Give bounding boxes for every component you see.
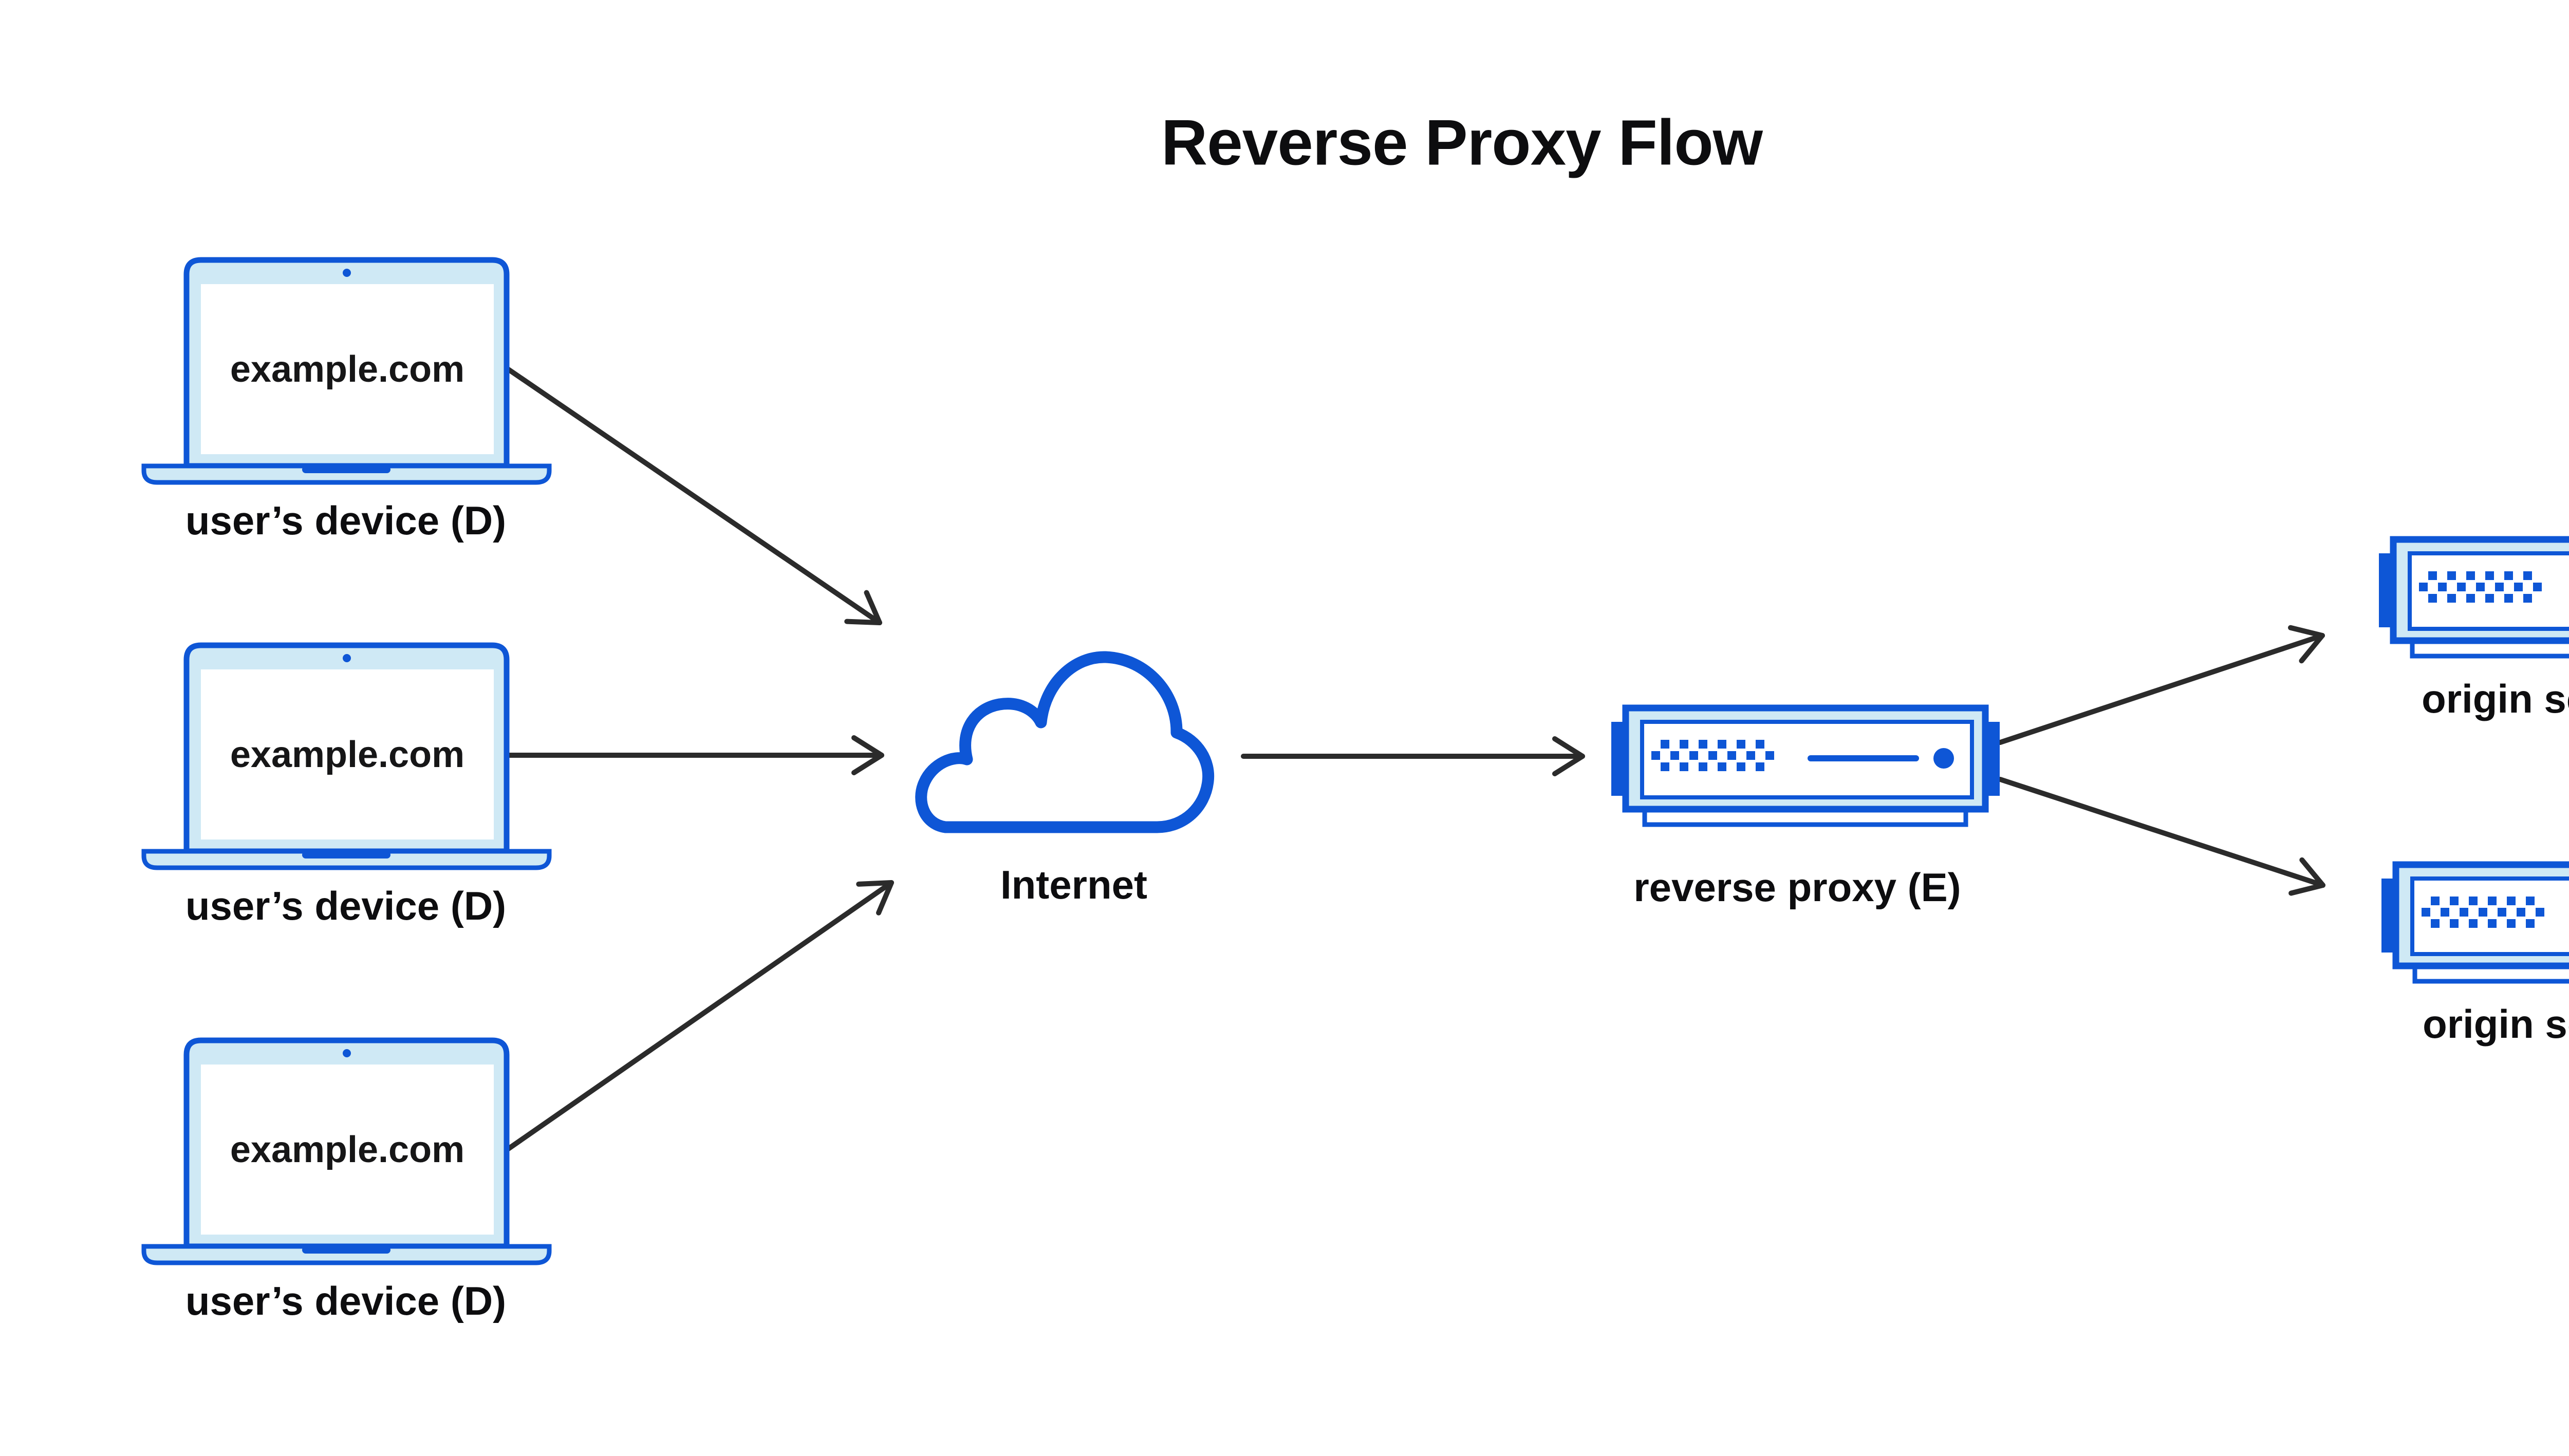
arrow-device1-to-internet [505,366,882,625]
device-screen-url: example.com [230,1129,464,1170]
flow-arrows [505,366,2325,1152]
device-label: user’s device (D) [185,883,506,928]
device-screen-url: example.com [230,349,464,390]
arrow-proxy-to-origin2 [1998,777,2325,896]
server-icon [2381,865,2569,981]
origin-server-label: origin server (F) [2422,676,2569,721]
server-icon [2379,539,2569,656]
node-origin-server-1: origin server (F) [2379,539,2569,721]
cloud-icon [915,651,1215,833]
node-reverse-proxy: reverse proxy (E) [1611,708,2000,910]
node-internet: Internet [915,651,1215,907]
origin-server-label: origin server (F) [2423,1001,2569,1047]
internet-label: Internet [1000,862,1147,907]
arrow-device3-to-internet [505,880,894,1152]
reverse-proxy-label: reverse proxy (E) [1633,865,1961,910]
device-label: user’s device (D) [185,1278,506,1323]
device-screen-url: example.com [230,734,464,775]
node-user-device-1: example.com user’s device (D) [144,260,549,543]
arrow-proxy-to-origin1 [1998,625,2325,745]
node-user-device-2: example.com user’s device (D) [144,645,549,928]
node-origin-server-2: origin server (F) [2381,865,2569,1047]
server-icon [1611,708,2000,825]
device-label: user’s device (D) [185,498,506,543]
diagram-title: Reverse Proxy Flow [1161,107,1763,179]
node-user-device-3: example.com user’s device (D) [144,1040,549,1323]
